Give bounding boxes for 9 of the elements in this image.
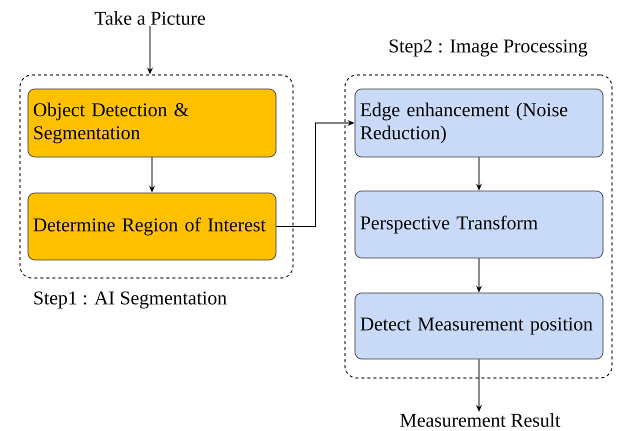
process-box: Perspective Transform: [354, 190, 604, 258]
group-heading: Step2 : Image Processing: [390, 39, 588, 57]
caption-text: Measurement Result: [400, 413, 560, 427]
process-box: Determine Region of Interest: [28, 192, 276, 260]
process-box: Object Detection & Segmentation: [28, 88, 276, 158]
process-box: Edge enhancement (Noise Reduction): [354, 88, 604, 158]
group-heading: Step1 : AI Segmentation: [34, 291, 227, 309]
caption-text: Take a Picture: [94, 11, 205, 25]
process-box: Detect Measurement position: [354, 292, 604, 360]
